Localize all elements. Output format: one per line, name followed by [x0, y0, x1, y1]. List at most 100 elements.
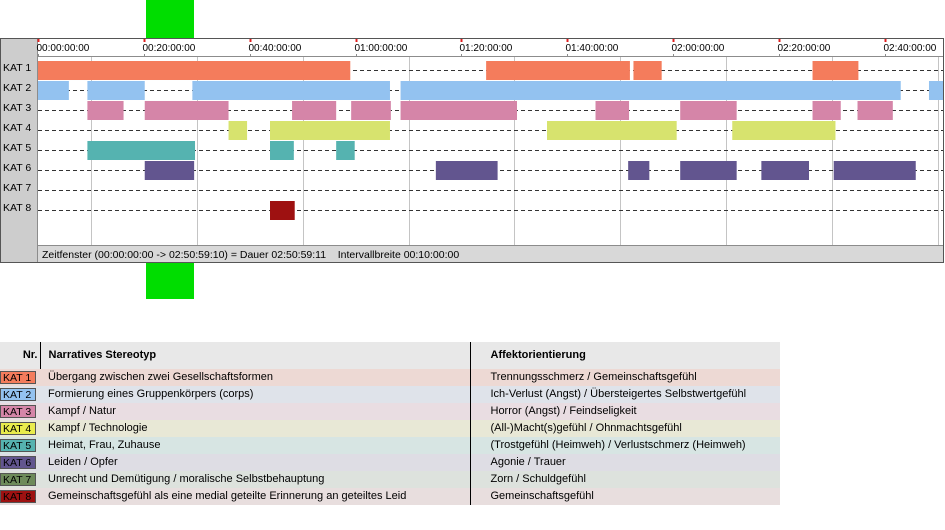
- timeline-bar: [732, 121, 836, 140]
- legend-affect: Ich-Verlust (Angst) / Übersteigertes Sel…: [490, 388, 747, 400]
- timeline-bar: [38, 81, 69, 100]
- legend-affect: (Trostgefühl (Heimweh) / Verlustschmerz …: [490, 439, 746, 451]
- legend-row: KAT 1 Übergang zwischen zwei Gesellschaft…: [0, 369, 780, 386]
- row-label: KAT 7: [3, 182, 31, 194]
- timeline-bar: [595, 101, 630, 120]
- legend-color-swatch: KAT 6: [0, 456, 36, 469]
- timeline-bar: [680, 161, 737, 180]
- timeline-bar: [633, 61, 662, 80]
- legend-nr-cell: KAT 5: [0, 437, 40, 454]
- tick-label: 02:00:00:00: [672, 43, 725, 54]
- timeline-bar: [812, 61, 859, 80]
- tick-label: 00:20:00:00: [143, 43, 196, 54]
- legend-row: KAT 7 Unrecht und Demütigung / moralische…: [0, 471, 780, 488]
- legend-row: KAT 3 Kampf / Natur Horror (Angst) / Feind…: [0, 403, 780, 420]
- legend-stereotype: Übergang zwischen zwei Gesellschaftsform…: [40, 369, 471, 386]
- legend-color-swatch: KAT 5: [0, 439, 36, 452]
- row-label: KAT 5: [3, 142, 31, 154]
- legend-nr-cell: KAT 6: [0, 454, 40, 471]
- timeline-bar: [812, 101, 841, 120]
- legend-affect: Horror (Angst) / Feindseligkeit: [490, 405, 637, 417]
- legend-stereotype: Leiden / Opfer: [40, 454, 471, 471]
- timeline-bar: [336, 141, 355, 160]
- timeline-bar: [270, 201, 295, 220]
- tick-label: 01:00:00:00: [355, 43, 408, 54]
- timeline-bar: [38, 61, 351, 80]
- legend-stereotype: Formierung eines Gruppenkörpers (corps): [40, 386, 471, 403]
- timeline-bar: [292, 101, 337, 120]
- timeline-bar: [351, 101, 391, 120]
- timeline-bar: [857, 101, 893, 120]
- legend-color-swatch: KAT 8: [0, 490, 36, 503]
- legend-stereotype: Kampf / Technologie: [40, 420, 471, 437]
- timeline-bar: [680, 101, 737, 120]
- legend-stereotype: Heimat, Frau, Zuhause: [40, 437, 471, 454]
- timeline-bar: [87, 81, 145, 100]
- timeline-bar: [435, 161, 498, 180]
- timeline-bar: [192, 81, 390, 100]
- tick-label: 01:20:00:00: [460, 43, 513, 54]
- legend-header-stereotype: Narratives Stereotyp: [40, 342, 471, 369]
- timeline-bar: [144, 161, 195, 180]
- legend-table: Nr. Narratives Stereotyp Affektorientier…: [0, 342, 780, 505]
- legend-affect: Zorn / Schuldgefühl: [490, 473, 586, 485]
- timeline-bar: [400, 81, 901, 100]
- legend-stereotype: Unrecht und Demütigung / moralische Selb…: [40, 471, 471, 488]
- legend-color-swatch: KAT 1: [0, 371, 36, 384]
- timeline-bar: [144, 101, 229, 120]
- legend-color-swatch: KAT 2: [0, 388, 36, 401]
- tick-label: 00:40:00:00: [249, 43, 302, 54]
- timeline-bar: [228, 121, 248, 140]
- timeline-bar: [87, 101, 124, 120]
- timeline-bar: [928, 81, 943, 100]
- legend-header-affect: Affektorientierung: [470, 342, 780, 369]
- timeline-bar: [833, 161, 916, 180]
- legend-color-swatch: KAT 7: [0, 473, 36, 486]
- category-legend: Nr. Narratives Stereotyp Affektorientier…: [0, 342, 780, 505]
- legend-affect: Trennungsschmerz / Gemeinschaftsgefühl: [490, 371, 697, 383]
- timeline-bar: [270, 141, 294, 160]
- legend-affect: Agonie / Trauer: [490, 456, 566, 468]
- legend-row: KAT 5 Heimat, Frau, Zuhause (Trostgefühl (…: [0, 437, 780, 454]
- tick-label: 00:00:00:00: [37, 43, 90, 54]
- legend-nr-cell: KAT 2: [0, 386, 40, 403]
- legend-color-swatch: KAT 3: [0, 405, 36, 418]
- row-label: KAT 1: [3, 62, 31, 74]
- legend-nr-cell: KAT 4: [0, 420, 40, 437]
- timeline-bar: [400, 101, 518, 120]
- legend-color-swatch: KAT 4: [0, 422, 36, 435]
- legend-header-row: Nr. Narratives Stereotyp Affektorientier…: [0, 342, 780, 369]
- status-bar: [37, 245, 943, 262]
- tick-label: 02:20:00:00: [778, 43, 831, 54]
- timeline-chart: 00:00:00:00 00:20:00:00 00:40:00:00 01:00:0…: [0, 0, 944, 299]
- marker-bottom: [146, 262, 194, 299]
- row-label: KAT 3: [3, 102, 31, 114]
- legend-affect: (All-)Macht(s)gefühl / Ohnmachtsgefühl: [490, 422, 682, 434]
- legend-nr-cell: KAT 3: [0, 403, 40, 420]
- legend-nr-cell: KAT 7: [0, 471, 40, 488]
- legend-header-nr: Nr.: [0, 342, 41, 369]
- timeline-bar: [486, 61, 630, 80]
- timeline-bar: [761, 161, 810, 180]
- legend-row: KAT 8 Gemeinschaftsgefühl als eine medial…: [0, 488, 780, 505]
- legend-stereotype: Kampf / Natur: [40, 403, 471, 420]
- timeline-bar: [547, 121, 677, 140]
- timeline-bar: [628, 161, 650, 180]
- legend-stereotype: Gemeinschaftsgefühl als eine medial gete…: [40, 488, 471, 505]
- legend-nr-cell: KAT 8: [0, 488, 40, 505]
- tick-label: 01:40:00:00: [566, 43, 619, 54]
- legend-row: KAT 4 Kampf / Technologie (All-)Macht(s)ge…: [0, 420, 780, 437]
- row-label: KAT 2: [3, 82, 31, 94]
- label-column: [1, 39, 37, 262]
- status-text: Zeitfenster (00:00:00:00 -> 02:50:59:10)…: [42, 249, 459, 261]
- row-label: KAT 8: [3, 202, 31, 214]
- legend-row: KAT 6 Leiden / Opfer Agonie / Trauer: [0, 454, 780, 471]
- legend-row: KAT 2 Formierung eines Gruppenkörpers (co…: [0, 386, 780, 403]
- timeline-bar: [270, 121, 390, 140]
- row-label: KAT 6: [3, 162, 31, 174]
- marker-top: [146, 0, 194, 38]
- tick-label: 02:40:00:00: [884, 43, 937, 54]
- timeline-bar: [87, 141, 196, 160]
- legend-affect: Gemeinschaftsgefühl: [490, 490, 594, 502]
- legend-nr-cell: KAT 1: [0, 369, 40, 386]
